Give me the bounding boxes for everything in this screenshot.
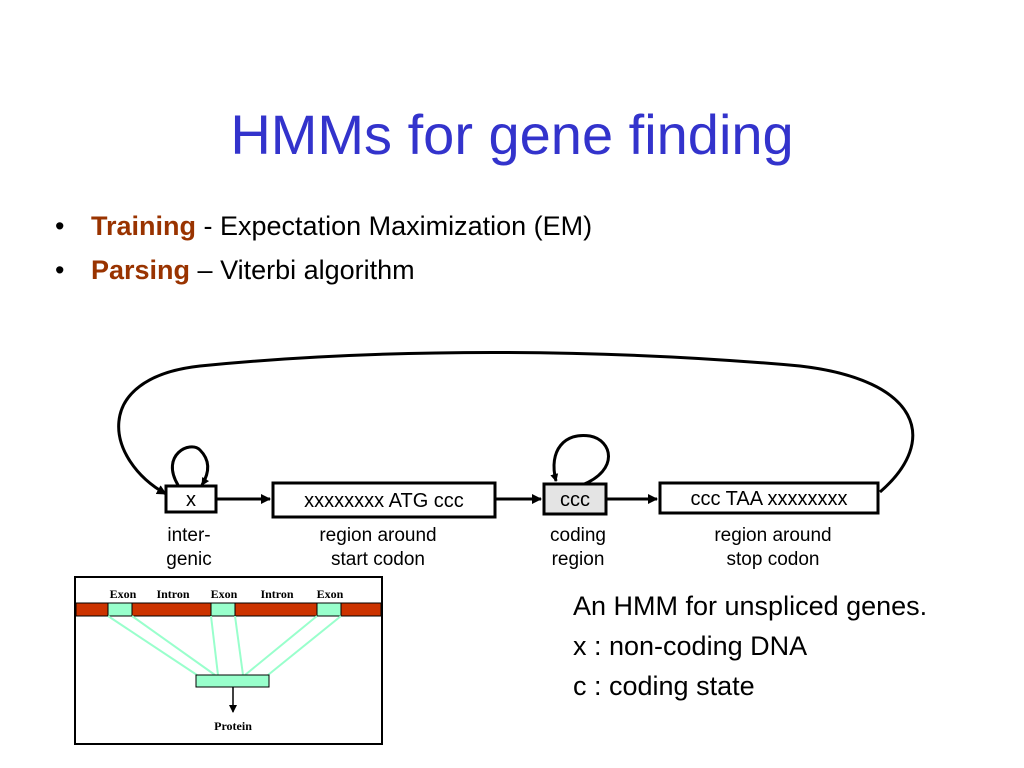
bullet-glyph: • bbox=[55, 211, 65, 241]
exon-block-2 bbox=[210, 602, 236, 617]
state-box-coding bbox=[542, 482, 608, 516]
gene-segment-label: Exon bbox=[317, 587, 344, 601]
state-text-coding: ccc bbox=[560, 489, 590, 511]
bullet-item-parsing: • Parsing – Viterbi algorithm bbox=[55, 248, 592, 292]
slide-title: HMMs for gene finding bbox=[230, 103, 794, 166]
caption-line: c : coding state bbox=[573, 671, 755, 701]
gene-structure-panel: Exon Intron Exon Intron Exon Protein bbox=[74, 576, 383, 745]
mrna-block bbox=[195, 674, 270, 688]
state-label-intergenic-2: genic bbox=[166, 549, 211, 570]
state-label-coding-1: coding bbox=[550, 525, 606, 546]
bullet-item-training: • Training - Expectation Maximization (EM… bbox=[55, 204, 592, 248]
bullet-text: Expectation Maximization (EM) bbox=[220, 211, 593, 241]
caption-line: x : non-coding DNA bbox=[573, 631, 808, 661]
state-label-stop-1: region around bbox=[714, 525, 831, 546]
exon-block-3 bbox=[316, 602, 342, 617]
protein-label: Protein bbox=[214, 719, 252, 733]
state-box-stop-region bbox=[658, 481, 880, 515]
self-loop-intergenic bbox=[170, 445, 210, 486]
bullet-glyph: • bbox=[55, 255, 65, 285]
self-loop-coding bbox=[550, 433, 610, 487]
bullet-separator: - bbox=[196, 211, 221, 241]
bullet-list: • Training - Expectation Maximization (EM… bbox=[55, 204, 592, 292]
caption-line: An HMM for unspliced genes. bbox=[573, 591, 928, 621]
gene-segment-label: Intron bbox=[156, 587, 189, 601]
diagram-caption: An HMM for unspliced genes. x : non-codi… bbox=[573, 586, 927, 706]
state-label-coding-2: region bbox=[552, 549, 605, 570]
gene-segment-label: Intron bbox=[260, 587, 293, 601]
exon-block-1 bbox=[107, 602, 133, 617]
state-label-intergenic-1: inter- bbox=[167, 525, 210, 546]
state-label-start-1: region around bbox=[319, 525, 436, 546]
bullet-term: Training bbox=[91, 211, 197, 241]
state-text-intergenic: x bbox=[186, 489, 196, 511]
state-text-stop-region: ccc TAA xxxxxxxx bbox=[690, 488, 847, 510]
state-text-start-region: xxxxxxxx ATG ccc bbox=[304, 490, 464, 512]
state-label-start-2: start codon bbox=[331, 549, 425, 570]
state-label-stop-2: stop codon bbox=[727, 549, 820, 570]
gene-segment-label: Exon bbox=[110, 587, 137, 601]
state-box-start-region bbox=[271, 481, 497, 519]
bullet-text: Viterbi algorithm bbox=[220, 255, 415, 285]
gene-segment-label: Exon bbox=[211, 587, 238, 601]
return-transition-arrow bbox=[117, 351, 915, 496]
splice-lines bbox=[107, 615, 342, 676]
bullet-separator: – bbox=[190, 255, 221, 285]
bullet-term: Parsing bbox=[91, 255, 191, 285]
